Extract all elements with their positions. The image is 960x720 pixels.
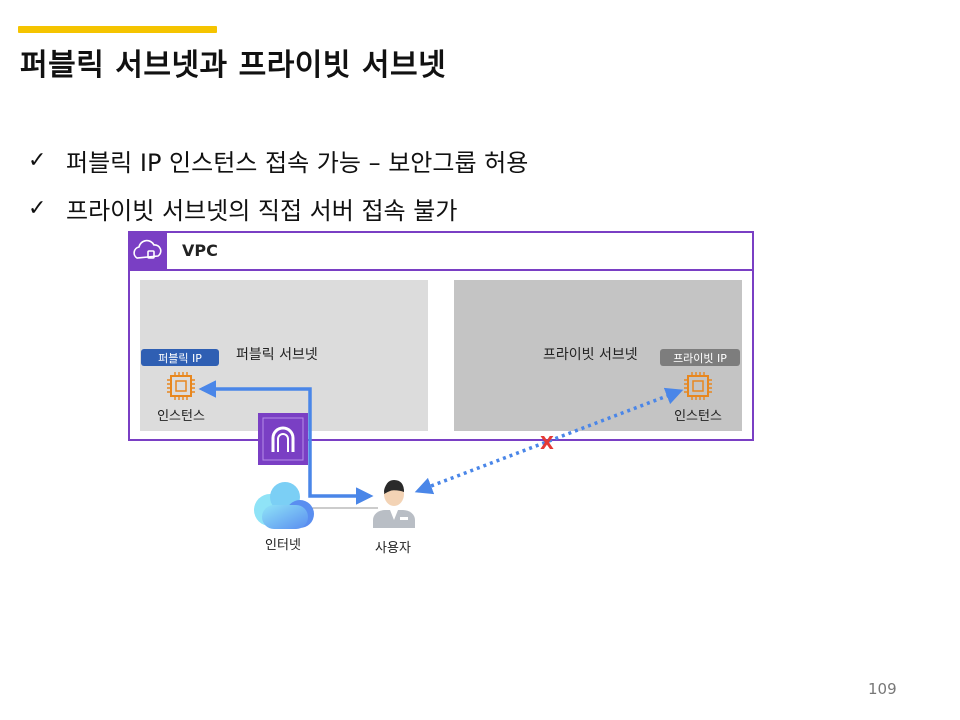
title-accent-bar [18,26,217,33]
private-subnet-label: 프라이빗 서브넷 [543,347,638,363]
internet-cloud-icon [254,482,314,529]
public-subnet: 퍼블릭 서브넷 퍼블릭 IP 인스턴스 [140,280,428,431]
slide-title: 퍼블릭 서브넷과 프라이빗 서브넷 [20,48,447,83]
vpc-label: VPC [182,241,218,260]
public-ip-badge-text: 퍼블릭 IP [158,352,202,365]
bullet-item: ✓ 퍼블릭 IP 인스턴스 접속 가능 – 보안그룹 허용 [28,136,528,184]
public-instance-label: 인스턴스 [157,409,205,424]
private-subnet: 프라이빗 서브넷 프라이빗 IP 인스턴스 [454,280,742,431]
bullet-text: 퍼블릭 IP 인스턴스 접속 가능 – 보안그룹 허용 [66,148,529,177]
page-number: 109 [868,680,897,698]
private-instance-chip-icon [684,372,712,400]
private-ip-badge [660,349,740,366]
checkmark-icon: ✓ [28,195,47,221]
internet-label: 인터넷 [265,538,301,553]
checkmark-icon: ✓ [28,147,47,173]
private-instance-label: 인스턴스 [674,409,722,424]
bullet-text: 프라이빗 서브넷의 직접 서버 접속 불가 [66,196,458,225]
bullet-item: ✓ 프라이빗 서브넷의 직접 서버 접속 불가 [28,184,528,232]
vpc-cloud-icon [133,239,162,259]
blocked-access-arrow [414,387,684,495]
user-label: 사용자 [375,541,411,556]
blocked-x-mark: X [540,433,554,454]
public-instance-chip-icon [167,372,195,400]
bullet-list: ✓ 퍼블릭 IP 인스턴스 접속 가능 – 보안그룹 허용 ✓ 프라이빗 서브넷… [28,136,528,232]
public-instance-arrow [198,380,312,424]
user-avatar-icon [373,480,415,528]
public-ip-badge [141,349,219,366]
user-access-arrow [308,424,374,505]
public-subnet-label: 퍼블릭 서브넷 [236,347,318,363]
internet-gateway-icon [258,413,308,465]
private-ip-badge-text: 프라이빗 IP [673,352,727,365]
